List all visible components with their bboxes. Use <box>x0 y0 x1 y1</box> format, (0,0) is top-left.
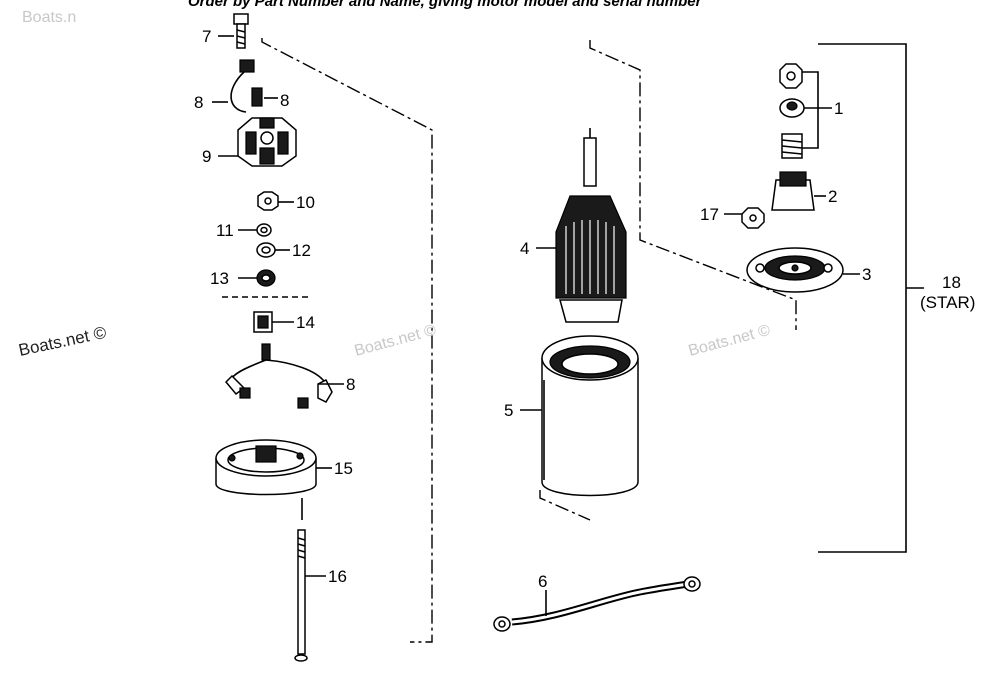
part-18-assembly-bracket: 18 (STAR) <box>818 43 975 553</box>
callout-7: 7 <box>202 27 211 46</box>
callout-13: 13 <box>210 269 229 288</box>
callout-18: 18 <box>942 273 961 292</box>
callout-11: 11 <box>216 221 234 240</box>
part-13-nut: 13 <box>210 269 276 288</box>
part-2-pinion: 2 <box>771 171 837 211</box>
watermark-2: Boats.net © <box>353 322 439 360</box>
callout-4: 4 <box>520 239 529 258</box>
callout-6: 6 <box>538 572 547 591</box>
callout-15: 15 <box>334 459 353 478</box>
alignment-lines <box>261 38 797 643</box>
part-8-spring: 8 <box>251 87 289 110</box>
callout-8a: 8 <box>194 93 203 112</box>
part-8-brush-set: 8 <box>224 343 355 409</box>
callout-14: 14 <box>296 313 315 332</box>
callout-16: 16 <box>328 567 347 586</box>
part-16-through-bolt: 16 <box>294 498 347 662</box>
callout-9: 9 <box>202 147 211 166</box>
part-14-terminal-clip: 14 <box>253 311 315 333</box>
callout-8b: 8 <box>280 91 289 110</box>
part-4-armature: 4 <box>520 128 627 323</box>
part-6-battery-cable: 6 <box>493 572 701 632</box>
part-10-nut: 10 <box>257 191 315 212</box>
callout-8c: 8 <box>346 375 355 394</box>
part-17-nut: 17 <box>700 205 765 229</box>
watermark-corner: Boats.n <box>22 9 76 26</box>
part-12-washer: 12 <box>256 241 311 260</box>
callout-3: 3 <box>862 265 871 284</box>
part-3-end-plate: 3 <box>746 247 871 293</box>
callout-18-star: (STAR) <box>920 293 975 312</box>
part-11-washer: 11 <box>216 221 272 240</box>
part-15-end-cap: 15 <box>215 439 353 496</box>
callout-2: 2 <box>828 187 837 206</box>
callout-10: 10 <box>296 193 315 212</box>
watermark-1: Boats.net © <box>17 323 109 360</box>
part-5-field-frame: 5 <box>504 335 639 497</box>
watermark-3: Boats.net © <box>687 322 773 360</box>
part-7-bolt: 7 <box>202 13 249 49</box>
part-9-brush-holder: 9 <box>202 117 297 167</box>
callout-1: 1 <box>834 99 843 118</box>
callout-12: 12 <box>292 241 311 260</box>
part-8-brush-lead: 8 <box>194 59 255 113</box>
header-text: Order by Part Number and Name, giving mo… <box>188 0 703 10</box>
part-1-drive-hardware: 1 <box>779 63 843 159</box>
callout-17: 17 <box>700 205 719 224</box>
callout-5: 5 <box>504 401 513 420</box>
